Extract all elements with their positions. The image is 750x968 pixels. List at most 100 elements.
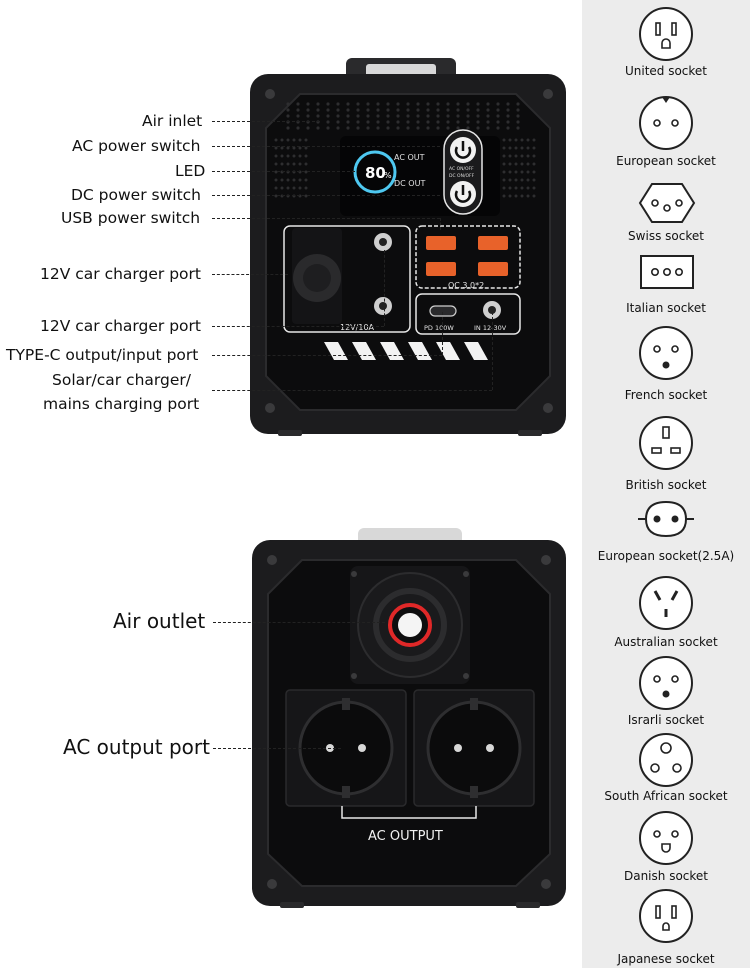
vent-dot: [298, 178, 302, 182]
usb-port-3[interactable]: [426, 262, 456, 276]
vent-dot: [526, 178, 530, 182]
vent-dot: [446, 102, 450, 106]
vent-dot: [274, 162, 278, 166]
vent-dot: [502, 162, 506, 166]
vent-dot: [520, 178, 524, 182]
socket-caption: Australian socket: [614, 635, 718, 649]
car-charger-frame: [283, 225, 411, 333]
vent-dot: [514, 178, 518, 182]
vent-dot: [326, 108, 330, 112]
vent-dot: [292, 138, 296, 142]
vent-dot: [386, 102, 390, 106]
label-air-outlet: Air outlet: [113, 609, 206, 633]
leader-led: [212, 171, 355, 172]
vent-dot: [446, 114, 450, 118]
vent-dot: [416, 108, 420, 112]
vent-dot: [274, 154, 278, 158]
ac-output-bracket: [341, 806, 477, 819]
screw: [265, 403, 275, 413]
vent-dot: [476, 114, 480, 118]
ac-outlet-right[interactable]: [426, 700, 522, 796]
vent-dot: [520, 154, 524, 158]
vent-dot: [346, 102, 350, 106]
vent-dot: [386, 120, 390, 124]
vent-dot: [436, 108, 440, 112]
leader-air-inlet: [212, 121, 320, 122]
vent-dot: [514, 138, 518, 142]
european-socket-icon: [639, 96, 693, 150]
dc-onoff-mark: DC ON/OFF: [449, 173, 475, 179]
vent-dot: [286, 178, 290, 182]
israeli-socket-icon: [639, 656, 693, 710]
vent-dot: [316, 108, 320, 112]
leader-car-port-1: [212, 274, 288, 275]
type-c-port[interactable]: [429, 305, 457, 317]
vent-dot: [386, 114, 390, 118]
leader-ac-power-switch: [212, 146, 440, 147]
vent-dot: [366, 120, 370, 124]
vent-dot: [476, 120, 480, 124]
vent-dot: [306, 114, 310, 118]
vent-dot: [508, 178, 512, 182]
usb-port-2[interactable]: [478, 236, 508, 250]
vent-dot: [366, 114, 370, 118]
air-inlet-vents: [274, 102, 536, 198]
vent-dot: [298, 154, 302, 158]
vent-dot: [280, 154, 284, 158]
vent-dot: [520, 194, 524, 198]
vent-dot: [476, 102, 480, 106]
typec-frame: [415, 293, 521, 335]
back-device: AC OUTPUT: [252, 528, 566, 908]
vent-dot: [502, 146, 506, 150]
vent-dot: [526, 146, 530, 150]
vent-dot: [346, 108, 350, 112]
leader-air-outlet: [213, 622, 385, 623]
vent-dot: [356, 126, 360, 130]
vent-dot: [304, 162, 308, 166]
vent-dot: [502, 186, 506, 190]
socket-types-sidebar: United socket European socket Swiss sock…: [582, 0, 750, 968]
vent-dot: [336, 114, 340, 118]
vent-dot: [416, 102, 420, 106]
vent-dot: [292, 154, 296, 158]
label-led: LED: [175, 162, 206, 180]
socket-caption: Italian socket: [626, 301, 706, 315]
vent-dot: [286, 102, 290, 106]
vent-dot: [286, 126, 290, 130]
vent-dot: [336, 108, 340, 112]
label-solar-line2: mains charging port: [43, 395, 200, 413]
vent-dot: [396, 126, 400, 130]
vent-dot: [466, 114, 470, 118]
usb-port-1[interactable]: [426, 236, 456, 250]
vent-dot: [456, 108, 460, 112]
vent-dot: [346, 126, 350, 130]
vent-dot: [296, 114, 300, 118]
vent-dot: [280, 178, 284, 182]
in-range-mark: IN 12-30V: [474, 324, 507, 332]
european-2-5a-socket-icon: [638, 500, 694, 538]
vent-dot: [416, 120, 420, 124]
label-usb-power-switch: USB power switch: [61, 209, 201, 227]
vent-dot: [416, 114, 420, 118]
label-car-port-2: 12V car charger port: [40, 317, 201, 335]
vent-dot: [506, 108, 510, 112]
vent-dot: [356, 102, 360, 106]
socket-caption: European socket: [616, 154, 716, 168]
vent-dot: [298, 162, 302, 166]
vent-dot: [426, 126, 430, 130]
label-air-inlet: Air inlet: [142, 112, 203, 130]
usb-port-4[interactable]: [478, 262, 508, 276]
vent-dot: [274, 178, 278, 182]
vent-dot: [366, 102, 370, 106]
vent-dot: [296, 108, 300, 112]
vent-dot: [532, 154, 536, 158]
swiss-socket-icon: [638, 183, 696, 223]
vent-dot: [506, 126, 510, 130]
vent-dot: [476, 126, 480, 130]
vent-dot: [532, 194, 536, 198]
ac-out-mark: AC OUT: [394, 153, 425, 162]
ac-output-mark: AC OUTPUT: [368, 829, 443, 844]
vent-dot: [486, 126, 490, 130]
vent-dot: [286, 154, 290, 158]
qc-mark: QC 3.0*2: [448, 281, 484, 290]
